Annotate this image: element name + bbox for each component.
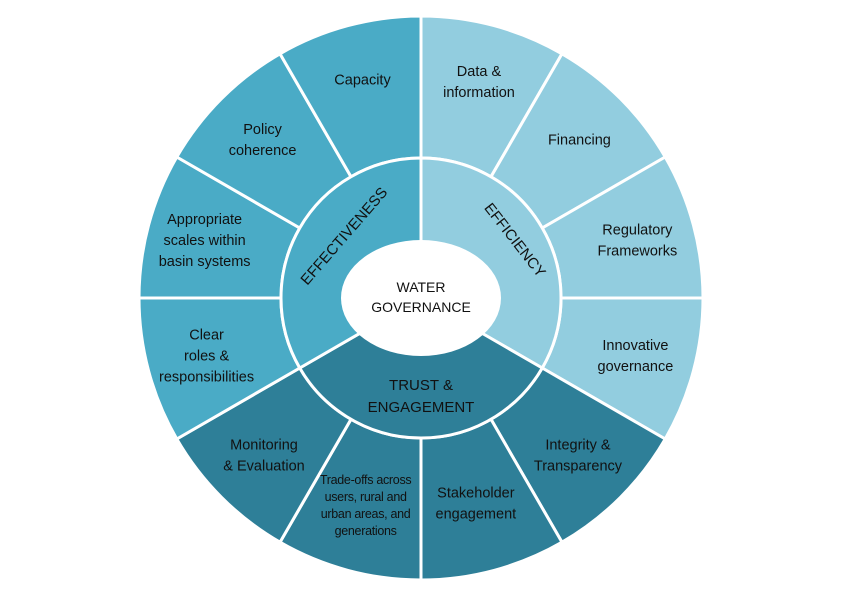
center-label: WATER GOVERNANCE bbox=[371, 279, 471, 315]
principle-label-line: Innovative bbox=[602, 338, 668, 354]
principle-label-line: basin systems bbox=[159, 254, 251, 270]
principle-label-line: Financing bbox=[548, 133, 611, 149]
principle-label-line: Policy bbox=[243, 122, 282, 138]
principle-label: Financing bbox=[548, 133, 611, 149]
principle-label: Data & information bbox=[443, 64, 515, 101]
principle-label-line: information bbox=[443, 85, 515, 101]
principle-label-line: Stakeholder bbox=[437, 485, 515, 501]
principle-label-line: coherence bbox=[229, 143, 297, 159]
principle-label-line: Regulatory bbox=[602, 223, 673, 239]
principle-label-line: scales within bbox=[164, 233, 246, 249]
principle-label: Trade-offs across users, rural and urban a… bbox=[320, 473, 412, 538]
principle-label: Clear roles & responsibilities bbox=[159, 327, 254, 385]
principle-label-line: & Evaluation bbox=[223, 458, 304, 474]
principle-label-line: Integrity & bbox=[545, 437, 611, 453]
dimension-label-trust-line: ENGAGEMENT bbox=[368, 399, 475, 416]
principle-label-line: Transparency bbox=[534, 458, 623, 474]
principle-label: Policy coherence bbox=[229, 122, 297, 159]
principle-label-line: Clear bbox=[189, 327, 224, 343]
dimension-label-trust: TRUST & ENGAGEMENT bbox=[368, 377, 475, 416]
principle-label-line: Appropriate bbox=[167, 212, 242, 228]
principle-label-line: Data & bbox=[457, 64, 502, 80]
principle-label-line: urban areas, and bbox=[321, 507, 411, 521]
center-label-line: GOVERNANCE bbox=[371, 299, 471, 315]
principle-label-line: roles & bbox=[184, 348, 229, 364]
principle-label: Innovative governance bbox=[598, 338, 674, 375]
principle-label-line: Frameworks bbox=[597, 244, 677, 260]
principle-label: Appropriate scales within basin systems bbox=[159, 212, 251, 270]
dimension-label-trust-line: TRUST & bbox=[389, 377, 453, 394]
principle-label-line: users, rural and bbox=[325, 490, 407, 504]
principle-label-line: Monitoring bbox=[230, 437, 298, 453]
principle-label: Integrity & Transparency bbox=[534, 437, 623, 474]
principle-label-line: Trade-offs across bbox=[320, 473, 412, 487]
principle-label-line: responsibilities bbox=[159, 369, 254, 385]
principle-label-line: generations bbox=[335, 524, 397, 538]
center-hub: WATER GOVERNANCE bbox=[341, 240, 501, 356]
center-ellipse bbox=[341, 240, 501, 356]
principle-label-line: Capacity bbox=[334, 73, 391, 89]
principle-label: Monitoring & Evaluation bbox=[223, 437, 304, 474]
principle-label-line: governance bbox=[598, 359, 674, 375]
principle-label: Stakeholder engagement bbox=[436, 485, 517, 522]
center-label-line: WATER bbox=[397, 279, 446, 295]
principle-label: Capacity bbox=[334, 73, 391, 89]
principle-label-line: engagement bbox=[436, 506, 517, 522]
